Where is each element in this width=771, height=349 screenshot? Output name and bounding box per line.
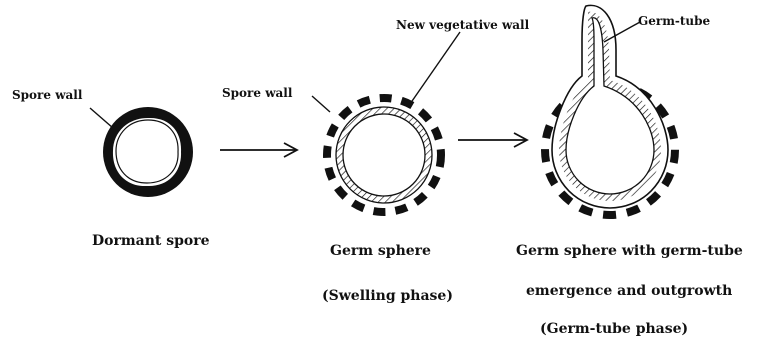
- germ-sphere: [312, 32, 460, 212]
- caption-swelling-phase: (Swelling phase): [322, 288, 453, 304]
- label-germ-sphere-spore-wall: Spore wall: [222, 86, 292, 100]
- label-dormant-spore-wall: Spore wall: [12, 88, 82, 102]
- dormant-spore: [90, 107, 193, 197]
- caption-dormant-spore: Dormant spore: [92, 233, 210, 249]
- dormant-spore-wall-pointer: [90, 108, 113, 128]
- germ-sphere-vegetative-wall-pointer: [410, 32, 460, 104]
- dormant-spore-cytoplasm: [113, 118, 181, 186]
- arrow-swelling-to-germ-tube: [458, 133, 527, 147]
- caption-germ-sphere: Germ sphere: [330, 243, 431, 259]
- label-germ-tube: Germ-tube: [638, 14, 710, 28]
- caption-germ-sphere-with-germ-tube: Germ sphere with germ-tube: [516, 243, 743, 259]
- label-new-vegetative-wall: New vegetative wall: [396, 18, 529, 32]
- arrow-dormant-to-swelling: [220, 143, 297, 157]
- germ-sphere-spore-wall-pointer: [312, 96, 330, 112]
- caption-emergence-and-outgrowth: emergence and outgrowth: [526, 283, 732, 299]
- germ-sphere-with-germ-tube: [545, 5, 675, 215]
- caption-germ-tube-phase: (Germ-tube phase): [540, 321, 688, 337]
